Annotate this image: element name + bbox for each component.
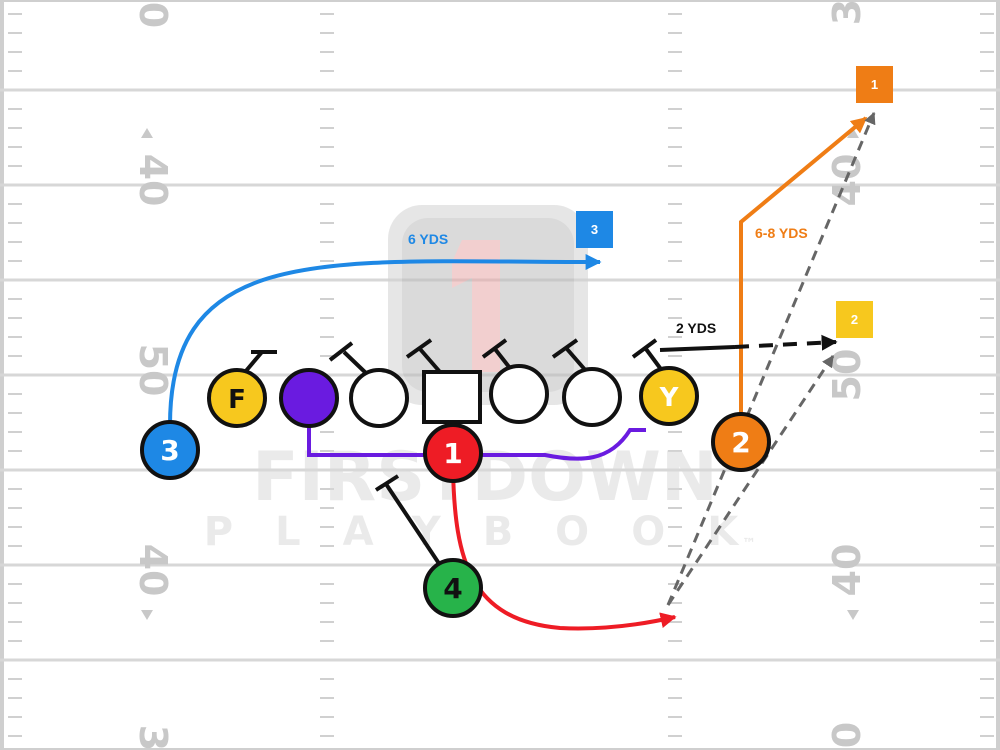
watermark-trademark: ™ (742, 536, 756, 552)
player-3: 3 (140, 420, 200, 480)
yard-number: 40 (825, 544, 869, 597)
route-orange (739, 116, 868, 420)
yard-number: 0 (825, 722, 869, 748)
read-badge-1-label: 1 (871, 77, 878, 92)
read-badge-2-label: 2 (851, 312, 858, 327)
route-blue (168, 253, 602, 426)
routes (168, 111, 876, 631)
watermark-logo: FIRSTDOWN PLAYBOOK ™ (204, 205, 780, 555)
route-black-solid (659, 345, 736, 352)
read-badge-3-label: 3 (591, 222, 598, 237)
yard-number: 40 (131, 154, 175, 207)
player-4-label: 4 (443, 572, 462, 605)
route-purple (307, 395, 646, 461)
player-f-label: F (228, 385, 246, 415)
yard-number: 40 (131, 544, 175, 597)
watermark-line1: FIRSTDOWN (252, 438, 718, 517)
route-label-black: 2 YDS (676, 320, 716, 336)
yard-number: 0 (131, 2, 175, 28)
offensive-line (349, 364, 622, 428)
route-labels: 6 YDS 6-8 YDS 2 YDS (408, 225, 808, 336)
hash-marks (8, 13, 994, 737)
player-3-label: 3 (160, 434, 179, 467)
watermark-number-one (452, 240, 500, 372)
center-square (422, 370, 482, 424)
player-1-label: 1 (443, 437, 462, 470)
route-label-blue: 6 YDS (408, 231, 448, 247)
yard-number: 3 (131, 725, 175, 750)
yard-number: 50 (131, 344, 175, 397)
yard-number: 3 (825, 0, 869, 25)
yard-numbers-left: 0 40 50 40 3 (131, 2, 175, 750)
player-f: F (207, 368, 267, 428)
read-badge-3: 3 (576, 211, 613, 248)
read-badge-2: 2 (836, 301, 873, 338)
player-purple (279, 368, 339, 428)
lineman-right-tackle (562, 367, 622, 427)
route-label-orange: 6-8 YDS (755, 225, 808, 241)
lineman-left-guard (349, 368, 409, 428)
route-black-dashed (734, 334, 838, 351)
read-badges: 1 2 3 (576, 66, 893, 338)
player-1: 1 (423, 423, 483, 483)
route-red (451, 469, 677, 631)
player-y-label: Y (659, 383, 680, 413)
read-badge-1: 1 (856, 66, 893, 103)
watermark-line2: PLAYBOOK (204, 509, 780, 555)
player-y: Y (639, 366, 699, 426)
player-2-label: 2 (731, 426, 750, 459)
read-line-1 (666, 111, 876, 606)
lineman-right-guard (489, 364, 549, 424)
players: F Y 3 1 2 4 (140, 366, 771, 618)
player-2: 2 (711, 412, 771, 472)
player-4: 4 (423, 558, 483, 618)
